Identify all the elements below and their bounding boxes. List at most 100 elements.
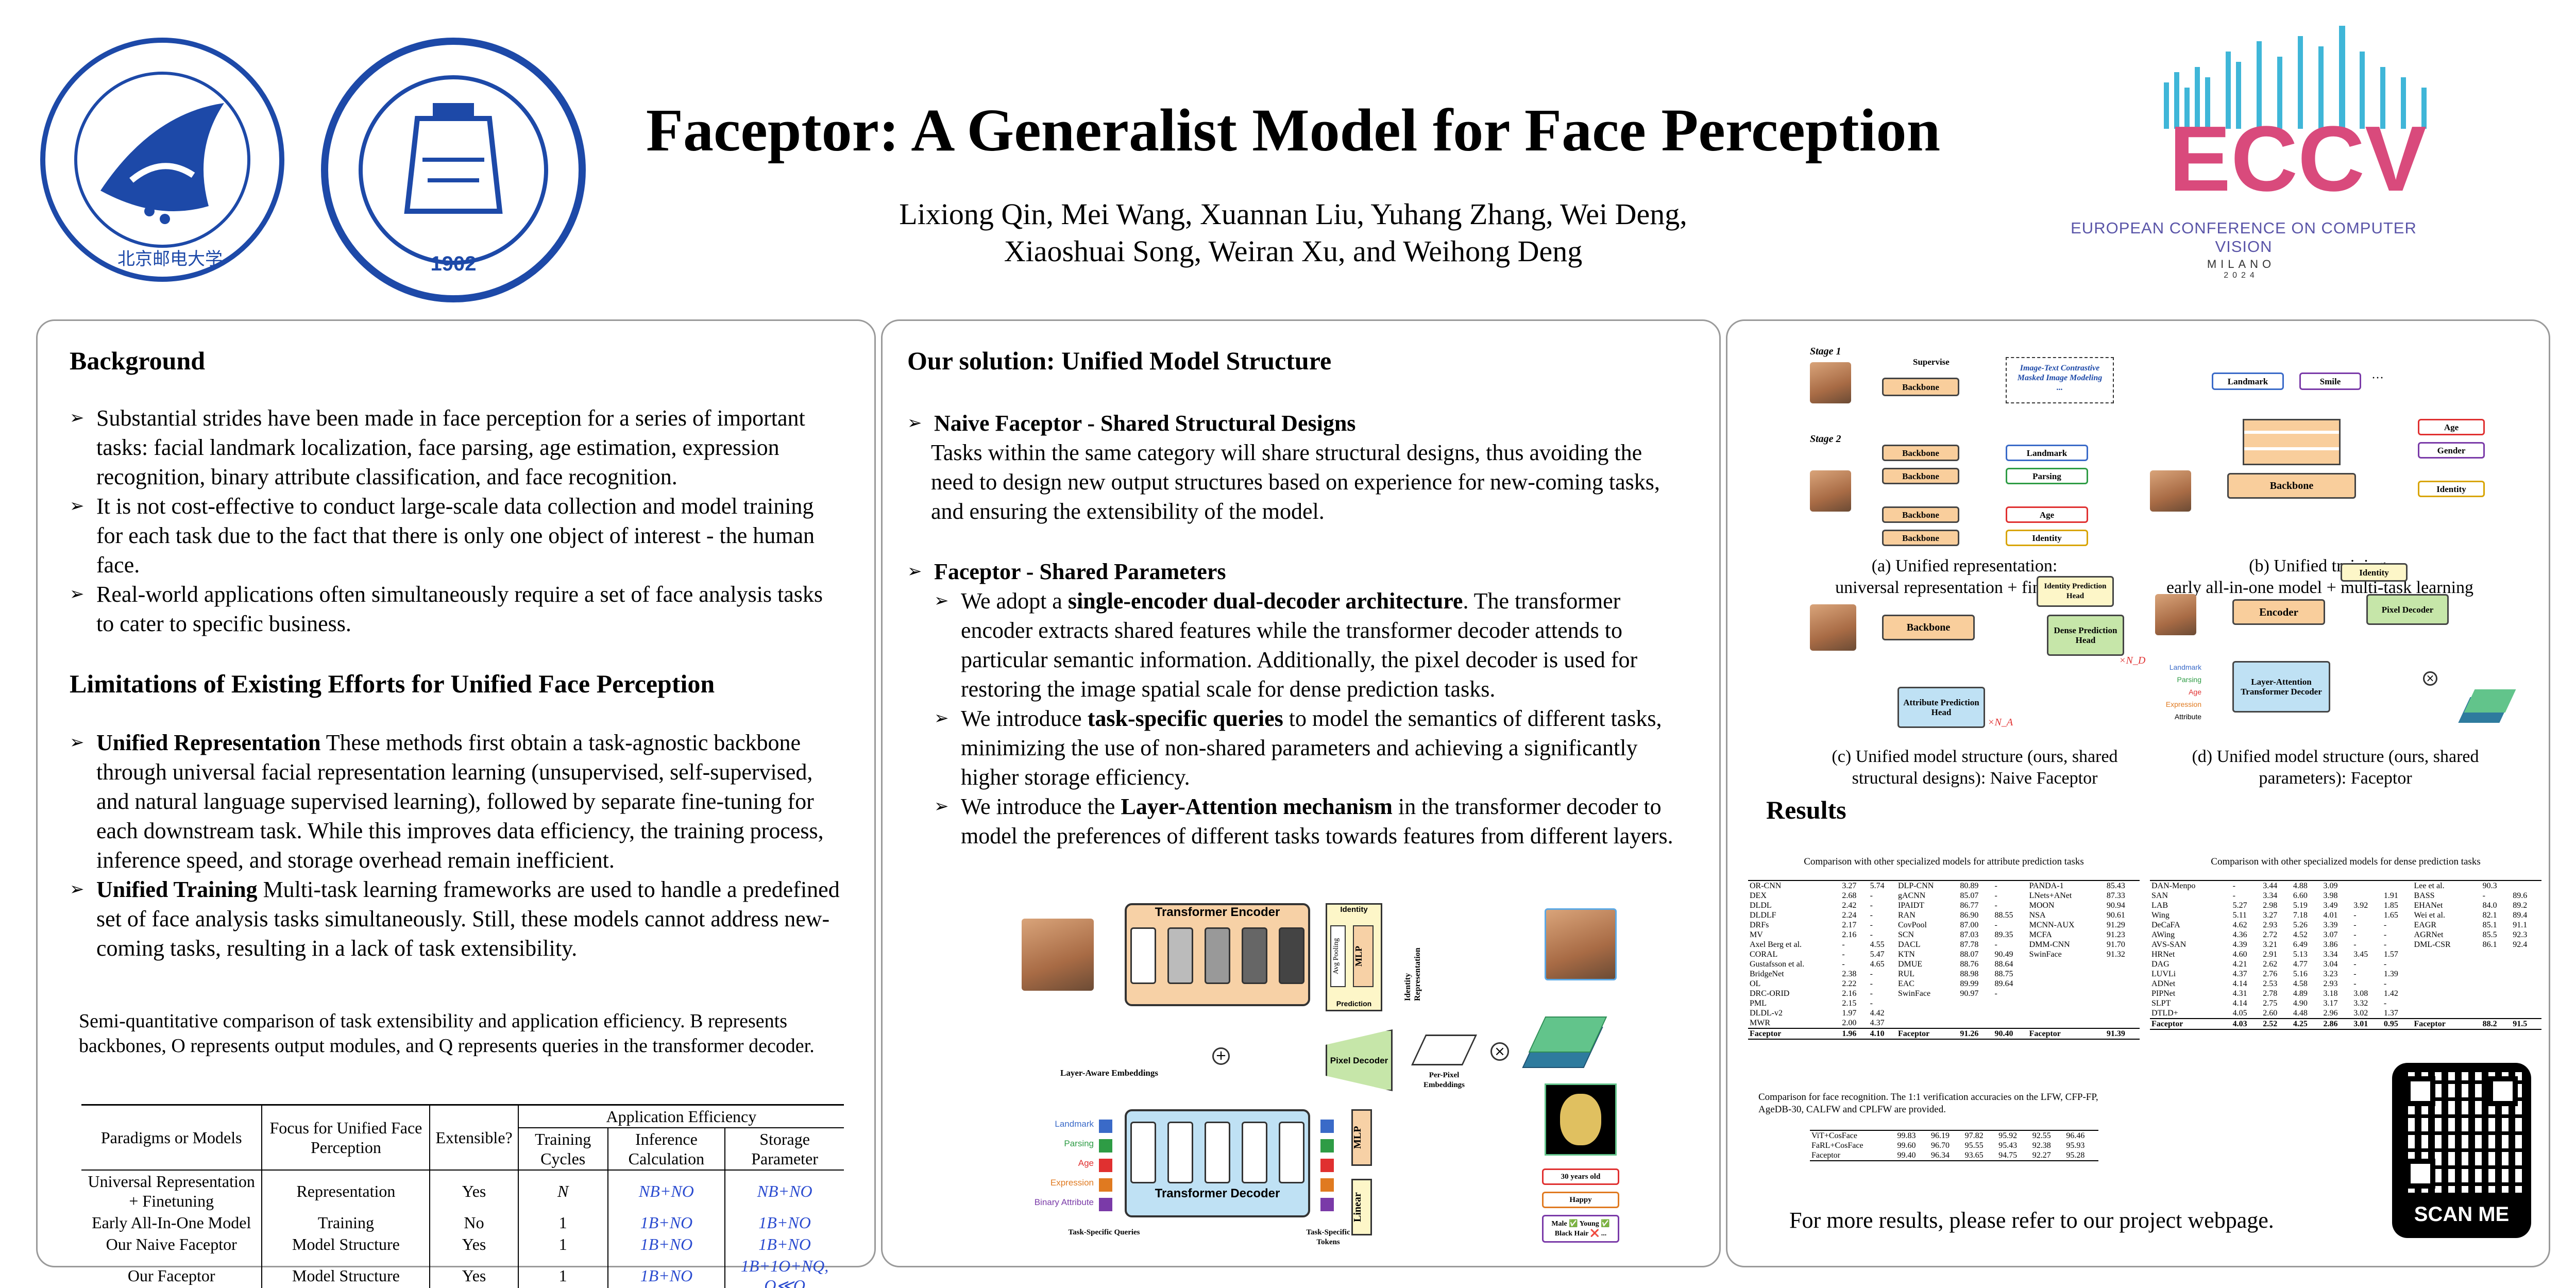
limitations-list: Unified Representation These methods fir… xyxy=(70,728,842,963)
list-item: We introduce task-specific queries to mo… xyxy=(934,704,1690,792)
parsing-output-image xyxy=(1545,1083,1617,1156)
comparison-table: Paradigms or Models Focus for Unified Fa… xyxy=(81,1104,844,1288)
eccv-place: MILANO 2024 xyxy=(2207,258,2276,280)
mask-output-stack xyxy=(2464,689,2516,713)
task-tokens-label: Task-Specific Tokens xyxy=(1306,1228,1350,1246)
mlp-block: MLP xyxy=(1351,1109,1372,1166)
list-item: It is not cost-effective to conduct larg… xyxy=(70,492,842,580)
middle-panel: Our solution: Unified Model Structure Na… xyxy=(881,319,1721,1267)
multiply-icon: × xyxy=(1490,1042,1509,1061)
task-queries-label: Task-Specific Queries xyxy=(1068,1228,1140,1236)
right-panel: Stage 1 Backbone Supervise Image-Text Co… xyxy=(1726,319,2550,1267)
face-thumbnail xyxy=(2155,594,2196,635)
attribute-output: Male ✅ Young ✅Black Hair ❌ ... xyxy=(1542,1215,1619,1243)
pixel-decoder-block: Pixel Decoder xyxy=(1326,1029,1393,1091)
input-face-image xyxy=(1022,919,1094,991)
task-legend: Landmark Parsing Age Expression Binary A… xyxy=(1034,1119,1094,1207)
figure-c: Backbone Identity Prediction Head Dense … xyxy=(1810,568,2145,805)
eccv-conference: EUROPEAN CONFERENCE ON COMPUTER VISION xyxy=(2071,219,2417,256)
background-heading: Background xyxy=(70,346,206,375)
limitations-heading: Limitations of Existing Efforts for Unif… xyxy=(70,669,715,698)
table-caption: Semi-quantitative comparison of task ext… xyxy=(79,1010,815,1057)
table-row: Early All-In-One Model Training No 1 1B+… xyxy=(81,1212,844,1233)
expression-output: Happy xyxy=(1542,1192,1619,1208)
layer-aware-embeddings-label: Layer-Aware Embeddings xyxy=(1060,1068,1158,1078)
face-thumbnail xyxy=(1810,362,1851,403)
scan-me-label: SCAN ME xyxy=(2414,1203,2510,1226)
caption-c: (c) Unified model structure (ours, share… xyxy=(1832,747,2118,788)
solution-heading: Our solution: Unified Model Structure xyxy=(907,346,1332,375)
figure-b: Landmark Smile ··· Backbone Age Gender I… xyxy=(2150,372,2531,615)
results-heading: Results xyxy=(1766,795,1846,824)
dense-table-caption: Comparison with other specialized models… xyxy=(2211,856,2481,867)
faceptor-architecture-figure: Transformer Encoder Identity Avg Pooling… xyxy=(1022,893,1681,1253)
adder-icon: + xyxy=(1212,1047,1230,1065)
attribute-table-caption: Comparison with other specialized models… xyxy=(1804,856,2084,867)
multiply-icon: × xyxy=(2423,671,2437,686)
linear-block: Linear xyxy=(1351,1179,1372,1235)
bupt-logo xyxy=(39,36,286,283)
more-results-text: For more results, please refer to our pr… xyxy=(1789,1208,2274,1233)
per-pixel-embeddings-label: Per-Pixel Embeddings xyxy=(1423,1071,1465,1089)
eccv-logo: ECCV xyxy=(2154,21,2442,211)
transformer-decoder-block: Transformer Decoder xyxy=(1125,1109,1310,1217)
poster-title: Faceptor: A Generalist Model for Face Pe… xyxy=(646,96,1941,164)
figure-d: Identity Encoder Pixel Decoder Landmark … xyxy=(2155,563,2536,805)
identity-branch: Identity Avg Pooling MLP Prediction xyxy=(1326,903,1382,1011)
background-list: Substantial strides have been made in fa… xyxy=(70,403,842,638)
list-item: Real-world applications often simultaneo… xyxy=(70,580,842,638)
token-squares xyxy=(1320,1120,1334,1211)
list-item: Unified Representation These methods fir… xyxy=(70,728,842,875)
authors: Lixiong Qin, Mei Wang, Xuannan Liu, Yuha… xyxy=(899,197,1687,268)
bnu-logo xyxy=(319,36,587,304)
embedding-parallelogram xyxy=(1411,1035,1477,1065)
table-row: Our Faceptor Model Structure Yes 1 1B+NO… xyxy=(81,1255,844,1288)
output-face-landmark xyxy=(1545,908,1617,980)
list-item: Faceptor - Shared Parameters We adopt a … xyxy=(907,557,1690,851)
bupt-cn-name: 北京邮电大学 xyxy=(117,249,223,269)
mask-output-stack xyxy=(1528,1016,1607,1053)
identity-representation-label: Identity Representation xyxy=(1403,947,1422,1001)
project-qr-code[interactable]: SCAN ME xyxy=(2392,1063,2531,1238)
list-item: Naive Faceptor - Shared Structural Desig… xyxy=(907,409,1690,526)
bnu-year: 1902 xyxy=(430,252,477,275)
query-squares xyxy=(1099,1120,1112,1211)
age-output: 30 years old xyxy=(1542,1168,1619,1185)
